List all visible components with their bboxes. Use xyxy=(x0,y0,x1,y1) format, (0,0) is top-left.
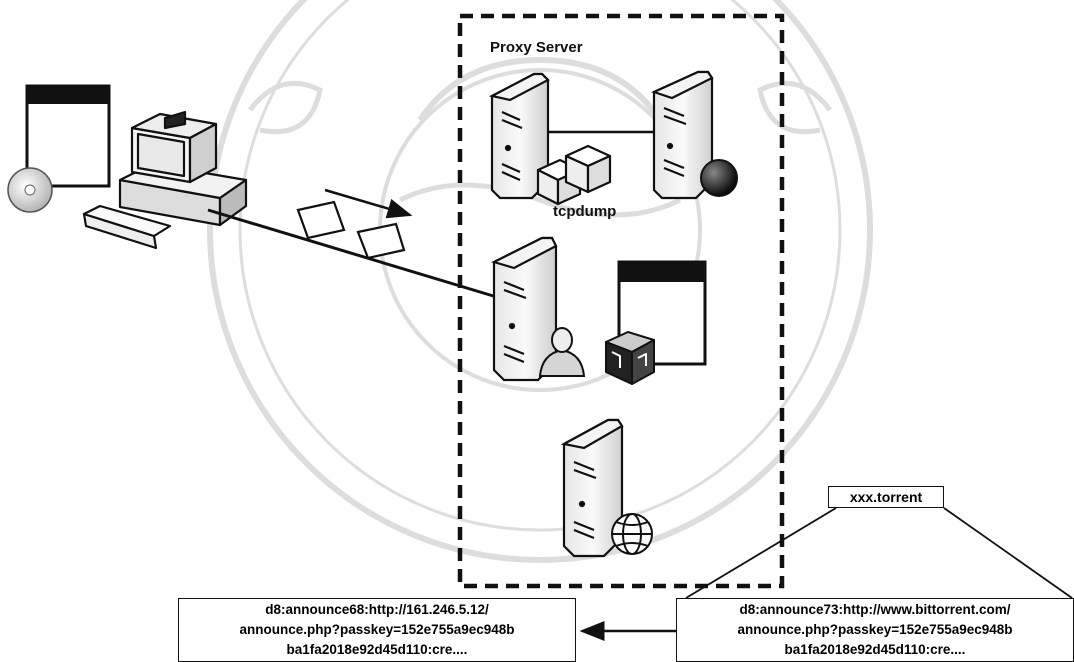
torrent-file-label: xxx.torrent xyxy=(828,486,944,508)
proxy-server-label: Proxy Server xyxy=(490,39,583,56)
rewritten-announce-line2: announce.php?passkey=152e755a9ec948b xyxy=(179,620,575,640)
globe-icon xyxy=(612,514,652,554)
status-ball-icon xyxy=(701,160,737,196)
tcpdump-label: tcpdump xyxy=(553,203,616,220)
original-announce-line1: d8:announce73:http://www.bittorrent.com/ xyxy=(677,600,1073,620)
original-announce-line3: ba1fa2018e92d45d110:cre.... xyxy=(677,640,1073,660)
data-packets xyxy=(298,202,404,258)
cd-disc-icon xyxy=(8,168,52,212)
original-announce-line2: announce.php?passkey=152e755a9ec948b xyxy=(677,620,1073,640)
package-icon xyxy=(606,332,654,384)
client-proxy-link xyxy=(208,210,500,298)
torrent-callout-right xyxy=(944,508,1072,598)
rewritten-announce-box: d8:announce68:http://161.246.5.12/ annou… xyxy=(178,598,576,662)
original-announce-box: d8:announce73:http://www.bittorrent.com/… xyxy=(676,598,1074,662)
rewritten-announce-line3: ba1fa2018e92d45d110:cre.... xyxy=(179,640,575,660)
rewritten-announce-line1: d8:announce68:http://161.246.5.12/ xyxy=(179,600,575,620)
